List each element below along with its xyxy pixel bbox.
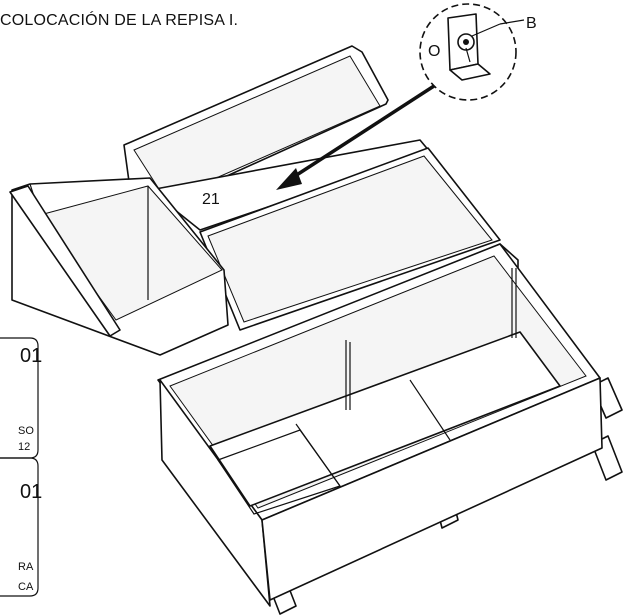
side-box-1: 01 SO 12: [0, 337, 42, 459]
side-box-2-number: 01: [20, 481, 42, 503]
side-box-2-line2: CA: [18, 581, 34, 593]
detail-label-b: B: [526, 15, 537, 32]
side-box-1-line1: SO: [18, 425, 34, 437]
pointer-arrow: [276, 84, 435, 190]
side-box-1-line2: 12: [18, 441, 30, 453]
part-number-label: 21: [202, 191, 220, 208]
side-box-2: 01 RA CA: [0, 457, 42, 597]
furniture-carcass: [9, 45, 603, 607]
side-box-2-line1: RA: [18, 561, 34, 573]
side-box-1-number: 01: [20, 345, 42, 367]
detail-callout: O B: [419, 3, 537, 101]
instruction-title: COLOCACIÓN DE LA REPISA I.: [0, 12, 239, 29]
detail-label-o: O: [428, 43, 440, 60]
